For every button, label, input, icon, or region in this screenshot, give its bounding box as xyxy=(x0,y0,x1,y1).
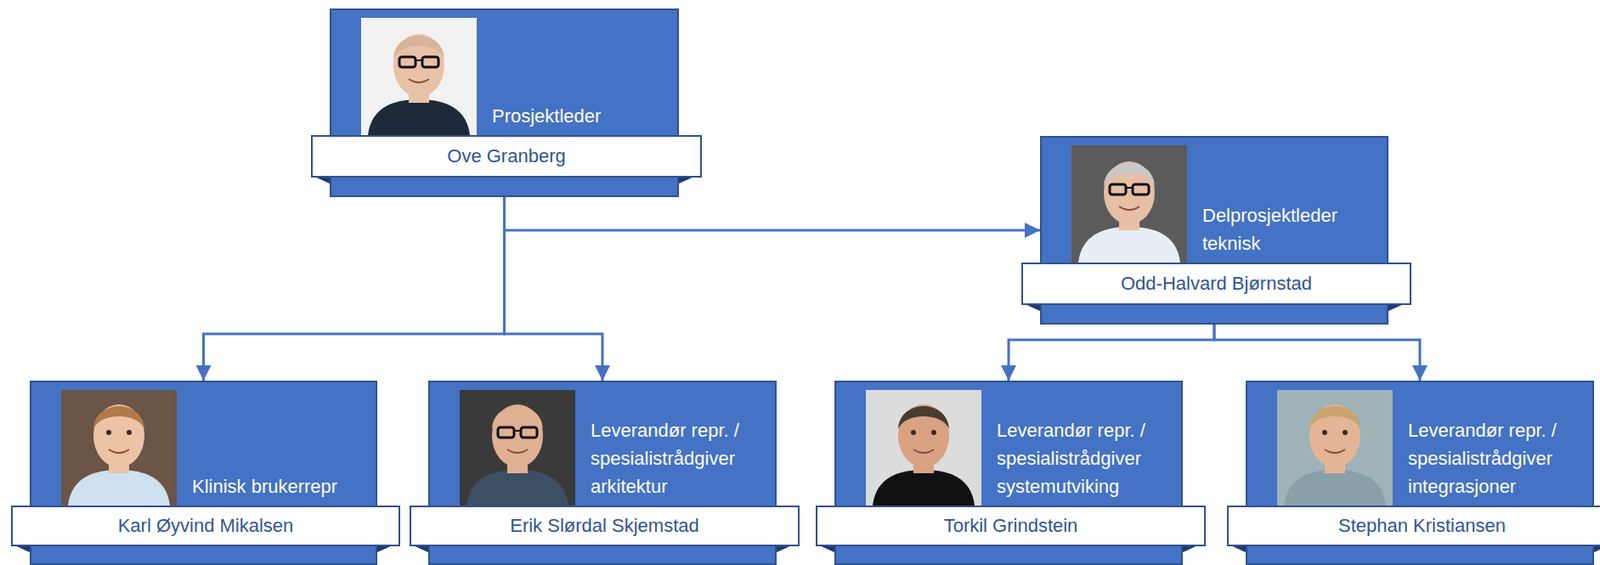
name-band: Erik Slørdal Skjemstad xyxy=(409,505,800,547)
person-box: Leverandør repr. / spesialistrådgiver ar… xyxy=(428,380,777,565)
person-box: Leverandør repr. / spesialistrådgiver in… xyxy=(1245,380,1595,565)
person-box: Leverandør repr. / spesialistrådgiver sy… xyxy=(834,380,1183,565)
role-label: Klinisk brukerrepr xyxy=(192,472,374,501)
portrait-photo xyxy=(361,17,477,136)
name-band: Karl Øyvind Mikalsen xyxy=(11,505,401,547)
portrait-photo xyxy=(459,390,576,506)
reporting-arrow xyxy=(1214,324,1420,381)
portrait-photo xyxy=(865,390,982,506)
person-name: Erik Slørdal Skjemstad xyxy=(509,514,700,538)
name-band: Ove Granberg xyxy=(310,135,702,178)
name-band: Stephan Kristiansen xyxy=(1226,505,1600,547)
name-band: Odd-Halvard Bjørnstad xyxy=(1021,262,1412,306)
portrait-photo xyxy=(1277,390,1393,506)
person-box: ProsjektlederOve Granberg xyxy=(329,8,679,198)
role-label: Leverandør repr. / spesialistrådgiver in… xyxy=(1407,416,1591,501)
role-label: Prosjektleder xyxy=(491,101,676,131)
person-name: Ove Granberg xyxy=(446,145,566,168)
reporting-arrow xyxy=(203,197,505,381)
person-name: Torkil Grindstein xyxy=(944,514,1079,538)
role-label: Leverandør repr. / spesialistrådgiver ar… xyxy=(590,416,774,501)
portrait-photo xyxy=(61,390,177,506)
reporting-arrow xyxy=(504,197,1041,231)
reporting-arrow xyxy=(504,197,604,381)
role-label: Delprosjektleder teknisk xyxy=(1202,201,1386,258)
portrait-photo xyxy=(1071,145,1188,263)
person-box: Delprosjektleder tekniskOdd-Halvard Bjør… xyxy=(1040,135,1389,325)
name-band: Torkil Grindstein xyxy=(815,505,1206,547)
role-label: Leverandør repr. / spesialistrådgiver sy… xyxy=(996,416,1180,501)
reporting-arrow xyxy=(1008,324,1215,381)
person-name: Stephan Kristiansen xyxy=(1338,514,1506,538)
person-name: Odd-Halvard Bjørnstad xyxy=(1120,272,1312,295)
person-box: Klinisk brukerreprKarl Øyvind Mikalsen xyxy=(29,380,378,565)
person-name: Karl Øyvind Mikalsen xyxy=(118,514,294,538)
